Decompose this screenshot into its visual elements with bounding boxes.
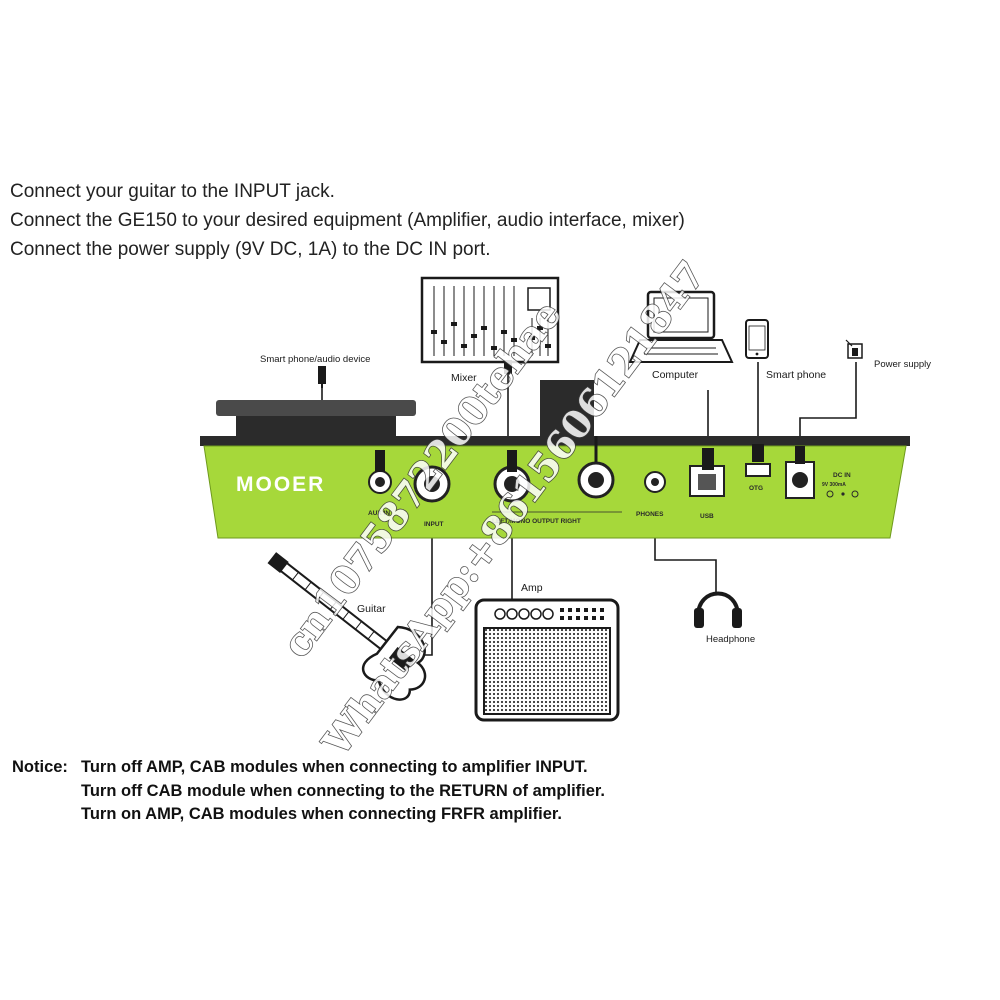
notice-line-return: Turn off CAB module when connecting to t… <box>81 782 606 800</box>
mooer-logo: MOOER <box>236 473 325 496</box>
instruction-line-equipment: Connect the GE150 to your desired equipm… <box>10 210 685 231</box>
mixer-label: Mixer <box>451 372 477 384</box>
usb-label: USB <box>700 513 714 520</box>
aux-in-label: AUX IN <box>368 510 390 517</box>
instruction-line-guitar: Connect your guitar to the INPUT jack. <box>10 181 335 202</box>
mixer-icon <box>420 276 560 374</box>
headphone-icon <box>694 591 742 628</box>
device-slot-plate <box>216 400 416 416</box>
laptop-icon <box>628 290 734 363</box>
device-top-panel <box>200 436 910 446</box>
smartphone-icon <box>745 319 769 359</box>
instruction-line-power: Connect the power supply (9V DC, 1A) to … <box>10 239 491 260</box>
dc-in-port <box>785 446 815 499</box>
phones-label: PHONES <box>636 511 664 518</box>
cable-power-dcin <box>799 362 857 452</box>
otg-label: OTG <box>749 485 763 492</box>
power-supply-icon <box>845 339 863 359</box>
amp-label: Amp <box>521 582 543 594</box>
input-jack <box>413 465 451 503</box>
headphone-label: Headphone <box>706 634 755 645</box>
guitar-label: Guitar <box>357 603 386 615</box>
notice-line-frfr: Turn on AMP, CAB modules when connecting… <box>81 805 562 823</box>
usb-port <box>689 448 725 497</box>
otg-port <box>745 444 771 477</box>
phones-jack <box>644 471 666 493</box>
amp-icon <box>474 598 620 722</box>
polarity-icon <box>826 490 859 498</box>
output-left-jack <box>493 450 531 503</box>
output-right-jack <box>577 436 615 499</box>
guitar-icon <box>267 552 427 701</box>
device-back-block <box>540 380 594 436</box>
audio-plug-icon <box>318 366 326 388</box>
notice-label: Notice: <box>12 758 68 776</box>
output-label: LEFT/MONO OUTPUT RIGHT <box>492 518 581 525</box>
input-label: INPUT <box>424 521 444 528</box>
dc-in-spec: 9V 300mA <box>822 482 846 488</box>
smartphone-label: Smart phone <box>766 369 826 381</box>
device-slot <box>236 416 396 436</box>
notice-line-amp-input: Turn off AMP, CAB modules when connectin… <box>81 758 588 776</box>
computer-label: Computer <box>652 369 699 381</box>
smartphone-audio-label: Smart phone/audio device <box>260 354 370 365</box>
aux-in-jack <box>368 450 392 494</box>
power-supply-label: Power supply <box>874 359 931 370</box>
dc-in-label: DC IN <box>833 472 851 479</box>
